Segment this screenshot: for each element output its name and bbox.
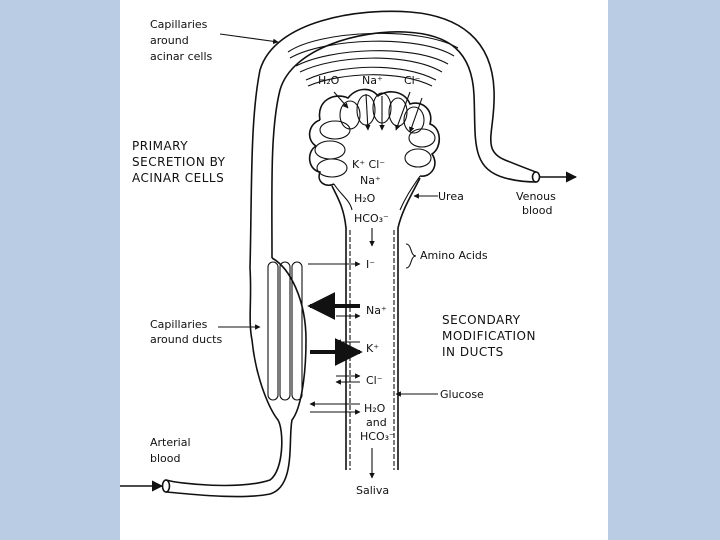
diagram-canvas: Capillaries around acinar cells PRIMARY … — [120, 0, 608, 540]
label-capillaries-ducts-2: around ducts — [150, 333, 222, 346]
label-capillaries-acinar-1: Capillaries — [150, 18, 208, 31]
label-primary-1: PRIMARY — [132, 139, 188, 153]
label-capillaries-acinar-2: around — [150, 34, 189, 47]
salivary-gland-diagram: Capillaries around acinar cells PRIMARY … — [120, 10, 578, 498]
label-venous-2: blood — [522, 204, 552, 217]
label-secondary-2: MODIFICATION — [442, 329, 536, 343]
ion-lumen-kcl: K⁺ Cl⁻ — [352, 158, 385, 171]
ion-lumen-h2o: H₂O — [354, 192, 376, 205]
venous-outflow — [531, 171, 578, 183]
label-secondary-1: SECONDARY — [442, 313, 521, 327]
acinar-capillary-loop — [249, 10, 537, 269]
ion-top-na: Na⁺ — [362, 74, 383, 87]
duct-capillary-bundle — [165, 257, 307, 498]
ion-duct-and: and — [366, 416, 387, 429]
ion-top-h2o: H₂O — [318, 74, 340, 87]
label-primary-2: SECRETION BY — [132, 155, 226, 169]
label-capillaries-acinar-3: acinar cells — [150, 50, 213, 63]
label-primary-3: ACINAR CELLS — [132, 171, 224, 185]
ion-lumen-na: Na⁺ — [360, 174, 381, 187]
duct-exchange-arrows — [307, 292, 363, 415]
duct — [331, 177, 421, 470]
label-urea: Urea — [438, 190, 464, 203]
ion-duct-cl: Cl⁻ — [366, 374, 383, 387]
label-secondary-3: IN DUCTS — [442, 345, 504, 359]
ion-top-cl: Cl⁻ — [404, 74, 421, 87]
label-glucose: Glucose — [440, 388, 484, 401]
arterial-inflow — [120, 479, 171, 493]
label-amino-acids: Amino Acids — [420, 249, 488, 262]
label-arterial-2: blood — [150, 452, 180, 465]
acinus — [308, 88, 441, 211]
ion-duct-h2o: H₂O — [364, 402, 386, 415]
label-capillaries-ducts-1: Capillaries — [150, 318, 208, 331]
label-saliva: Saliva — [356, 484, 389, 497]
label-arterial-1: Arterial — [150, 436, 191, 449]
ion-duct-hco3: HCO₃⁻ — [360, 430, 395, 443]
ion-duct-na: Na⁺ — [366, 304, 387, 317]
pointer-capillaries-acinar — [219, 33, 279, 45]
ion-duct-k: K⁺ — [366, 342, 379, 355]
label-venous-1: Venous — [516, 190, 556, 203]
ion-lumen-hco3: HCO₃⁻ — [354, 212, 389, 225]
ion-iodide: I⁻ — [366, 258, 375, 271]
